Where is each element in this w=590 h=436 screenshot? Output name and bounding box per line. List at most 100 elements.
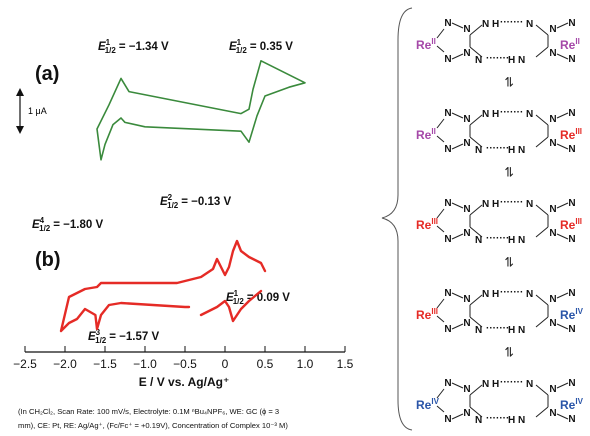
x-tick-label: −1.0 bbox=[133, 357, 157, 371]
x-tick-label: 1.0 bbox=[297, 357, 314, 371]
x-tick-label: 0 bbox=[222, 357, 229, 371]
h-bond: ······· bbox=[486, 143, 509, 154]
atom-n: N bbox=[549, 204, 556, 215]
metal-right: ReII bbox=[560, 37, 580, 52]
bond bbox=[469, 46, 483, 58]
atom-n: N bbox=[526, 19, 533, 30]
x-axis-title: E / V vs. Ag/Ag⁺ bbox=[139, 375, 230, 389]
atom-n: N bbox=[444, 108, 451, 119]
bond bbox=[451, 22, 464, 29]
atom-n: N bbox=[549, 24, 556, 35]
hn-group: H N bbox=[508, 235, 525, 246]
bond bbox=[535, 406, 549, 418]
atom-n: N bbox=[444, 18, 451, 29]
atom-n: N bbox=[463, 24, 470, 35]
metal-right: ReIII bbox=[560, 127, 582, 142]
bond bbox=[451, 53, 464, 60]
atom-n: N bbox=[568, 108, 575, 119]
metal-left: ReII bbox=[416, 37, 436, 52]
metal-left: ReIII bbox=[416, 307, 438, 322]
atom-n: N bbox=[444, 54, 451, 65]
panel-label-a: (a) bbox=[35, 63, 59, 85]
atom-n: N bbox=[568, 198, 575, 209]
metal-right: ReIII bbox=[560, 217, 582, 232]
atom-n: N bbox=[549, 384, 556, 395]
atom-n: N bbox=[526, 289, 533, 300]
bond bbox=[451, 112, 464, 119]
atom-n: N bbox=[444, 234, 451, 245]
atom-n: N bbox=[549, 114, 556, 125]
metal-right: ReIV bbox=[560, 307, 584, 322]
nh-group: N H bbox=[482, 289, 499, 300]
atom-n: N bbox=[463, 204, 470, 215]
bond bbox=[535, 294, 549, 306]
atom-n: N bbox=[444, 288, 451, 299]
metal-left: ReIII bbox=[416, 217, 438, 232]
voltammogram-curves bbox=[59, 60, 306, 333]
atom-n: N bbox=[463, 228, 470, 239]
bond bbox=[535, 24, 549, 36]
x-tick-label: 0.5 bbox=[257, 357, 274, 371]
bond bbox=[469, 114, 483, 126]
h-bond: ······· bbox=[486, 233, 509, 244]
bond bbox=[535, 46, 549, 58]
atom-n: N bbox=[549, 138, 556, 149]
x-tick-label: −2.0 bbox=[53, 357, 77, 371]
atom-n: N bbox=[463, 384, 470, 395]
bond bbox=[436, 45, 445, 53]
atom-n: N bbox=[549, 294, 556, 305]
atom-n: N bbox=[444, 144, 451, 155]
atom-n: N bbox=[463, 48, 470, 59]
bond bbox=[556, 143, 569, 150]
hn-group: H N bbox=[508, 325, 525, 336]
bond bbox=[469, 406, 483, 418]
atom-n: N bbox=[568, 54, 575, 65]
bond bbox=[556, 382, 569, 389]
bond bbox=[436, 298, 445, 309]
bond bbox=[436, 315, 445, 323]
bond bbox=[535, 136, 549, 148]
bond bbox=[469, 294, 483, 306]
bond bbox=[556, 53, 569, 60]
atom-n: N bbox=[549, 228, 556, 239]
bond bbox=[535, 316, 549, 328]
current-scale-bar: 1 μA bbox=[16, 88, 47, 134]
bond bbox=[451, 143, 464, 150]
atom-n: N bbox=[526, 199, 533, 210]
atom-n: N bbox=[568, 18, 575, 29]
atom-n: N bbox=[568, 324, 575, 335]
h-bond: ······· bbox=[500, 17, 523, 28]
bond bbox=[469, 24, 483, 36]
atom-n: N bbox=[475, 325, 482, 336]
equilibrium-arrow: ⇌ bbox=[502, 257, 517, 268]
bond bbox=[535, 204, 549, 216]
x-tick-label: 1.5 bbox=[337, 357, 354, 371]
atom-n: N bbox=[444, 324, 451, 335]
equilibrium-arrow: ⇌ bbox=[502, 167, 517, 178]
bond bbox=[535, 114, 549, 126]
h-bond: ······· bbox=[486, 53, 509, 64]
atom-n: N bbox=[475, 235, 482, 246]
h-bond: ······· bbox=[500, 377, 523, 388]
cv-trace-b bbox=[59, 239, 267, 333]
bond bbox=[556, 202, 569, 209]
equilibrium-arrow: ⇌ bbox=[502, 347, 517, 358]
caption-line-1: (In CH₂Cl₂, Scan Rate: 100 mV/s, Electro… bbox=[18, 407, 279, 416]
bond bbox=[451, 382, 464, 389]
atom-n: N bbox=[526, 109, 533, 120]
h-bond: ······· bbox=[486, 323, 509, 334]
bond bbox=[469, 384, 483, 396]
bond bbox=[469, 316, 483, 328]
bond bbox=[451, 323, 464, 330]
bond bbox=[556, 413, 569, 420]
atom-n: N bbox=[568, 234, 575, 245]
bond bbox=[556, 233, 569, 240]
bond bbox=[469, 204, 483, 216]
